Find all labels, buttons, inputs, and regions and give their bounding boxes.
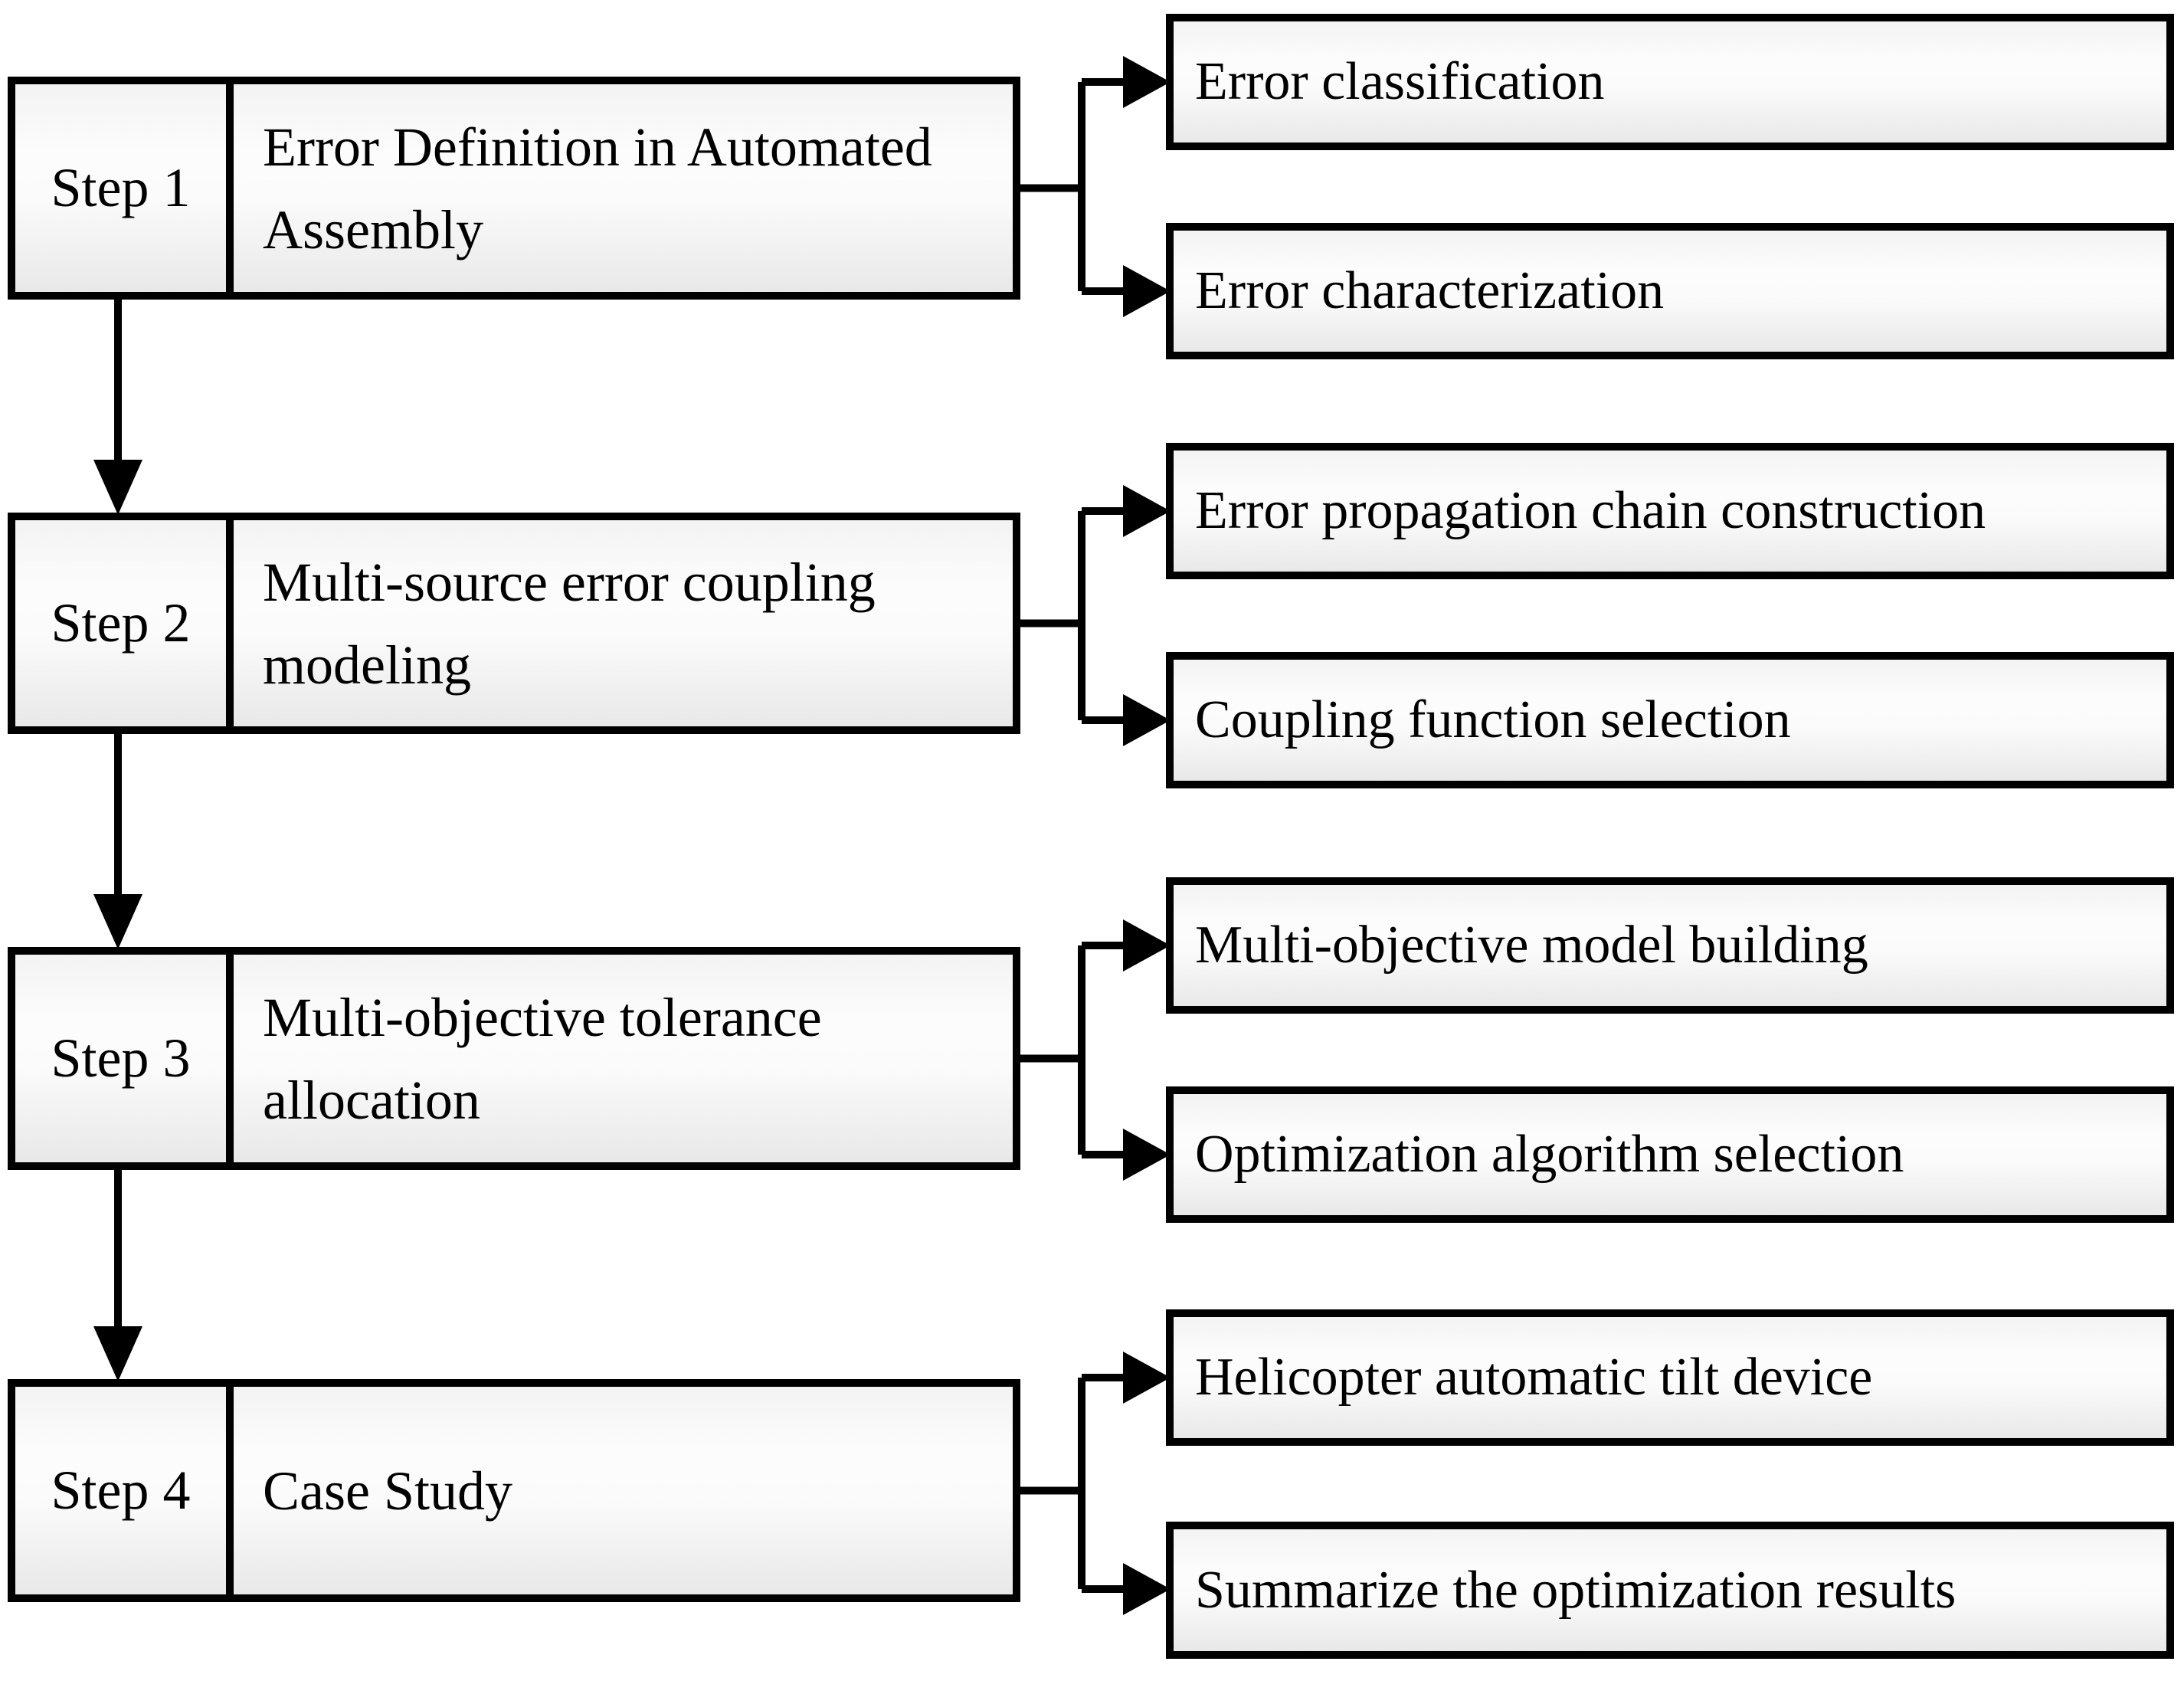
output-label: Helicopter automatic tilt device [1195, 1348, 1873, 1407]
arrowhead-output-3b [1123, 1129, 1171, 1181]
output-box-error-classification: Error classification [1166, 14, 2174, 150]
arrowhead-output-4b [1123, 1563, 1171, 1615]
output-box-error-characterization: Error characterization [1166, 223, 2174, 359]
connector-step1-branch [1019, 78, 1125, 295]
output-label: Coupling function selection [1195, 690, 1791, 749]
step-2-box: Step 2 Multi-source error coupling model… [8, 513, 1020, 734]
step-4-label-cell: Step 4 [15, 1387, 234, 1594]
step-1-title: Error Definition in Automated Assembly [263, 116, 932, 261]
step-4-box: Step 4 Case Study [8, 1379, 1020, 1602]
output-label: Error propagation chain construction [1195, 481, 1986, 540]
output-box-helicopter-tilt-device: Helicopter automatic tilt device [1166, 1309, 2174, 1446]
arrowhead-output-2a [1123, 485, 1171, 537]
step-2-title-cell: Multi-source error coupling modeling [234, 520, 1013, 726]
step-3-label-cell: Step 3 [15, 955, 234, 1162]
step-4-title-cell: Case Study [234, 1387, 1013, 1594]
output-box-error-propagation-chain: Error propagation chain construction [1166, 443, 2174, 579]
step-3-label: Step 3 [51, 1027, 191, 1089]
connector-step4-branch [1019, 1374, 1125, 1593]
step-1-label-cell: Step 1 [15, 84, 234, 292]
arrowhead-output-3a [1123, 919, 1171, 972]
step-1-title-cell: Error Definition in Automated Assembly [234, 84, 1013, 292]
arrowhead-output-1a [1123, 56, 1171, 108]
connector-step3-branch [1019, 942, 1125, 1158]
output-box-multi-objective-model: Multi-objective model building [1166, 877, 2174, 1014]
step-1-box: Step 1 Error Definition in Automated Ass… [8, 77, 1020, 300]
output-label: Error characterization [1195, 261, 1665, 320]
output-label: Multi-objective model building [1195, 916, 1868, 975]
output-box-optimization-algorithm: Optimization algorithm selection [1166, 1086, 2174, 1223]
output-label: Summarize the optimization results [1195, 1560, 1956, 1620]
step-3-title: Multi-objective tolerance allocation [263, 986, 822, 1131]
step-3-box: Step 3 Multi-objective tolerance allocat… [8, 947, 1020, 1170]
output-box-coupling-function: Coupling function selection [1166, 652, 2174, 788]
arrowhead-step3 [93, 894, 142, 949]
arrowhead-output-2b [1123, 694, 1171, 746]
step-4-label: Step 4 [51, 1460, 191, 1521]
step-4-title: Case Study [263, 1460, 513, 1522]
output-label: Optimization algorithm selection [1195, 1125, 1904, 1184]
output-box-summarize-results: Summarize the optimization results [1166, 1522, 2174, 1659]
step-2-label-cell: Step 2 [15, 520, 234, 726]
step-2-label: Step 2 [51, 592, 191, 654]
step-1-label: Step 1 [51, 157, 191, 218]
arrowhead-step2 [93, 460, 142, 515]
arrowhead-step4 [93, 1326, 142, 1381]
output-label: Error classification [1195, 52, 1605, 111]
connector-step2-branch [1019, 507, 1125, 724]
step-2-title: Multi-source error coupling modeling [263, 551, 876, 696]
arrowhead-output-1b [1123, 265, 1171, 317]
arrowhead-output-4a [1123, 1352, 1171, 1404]
step-3-title-cell: Multi-objective tolerance allocation [234, 955, 1013, 1162]
